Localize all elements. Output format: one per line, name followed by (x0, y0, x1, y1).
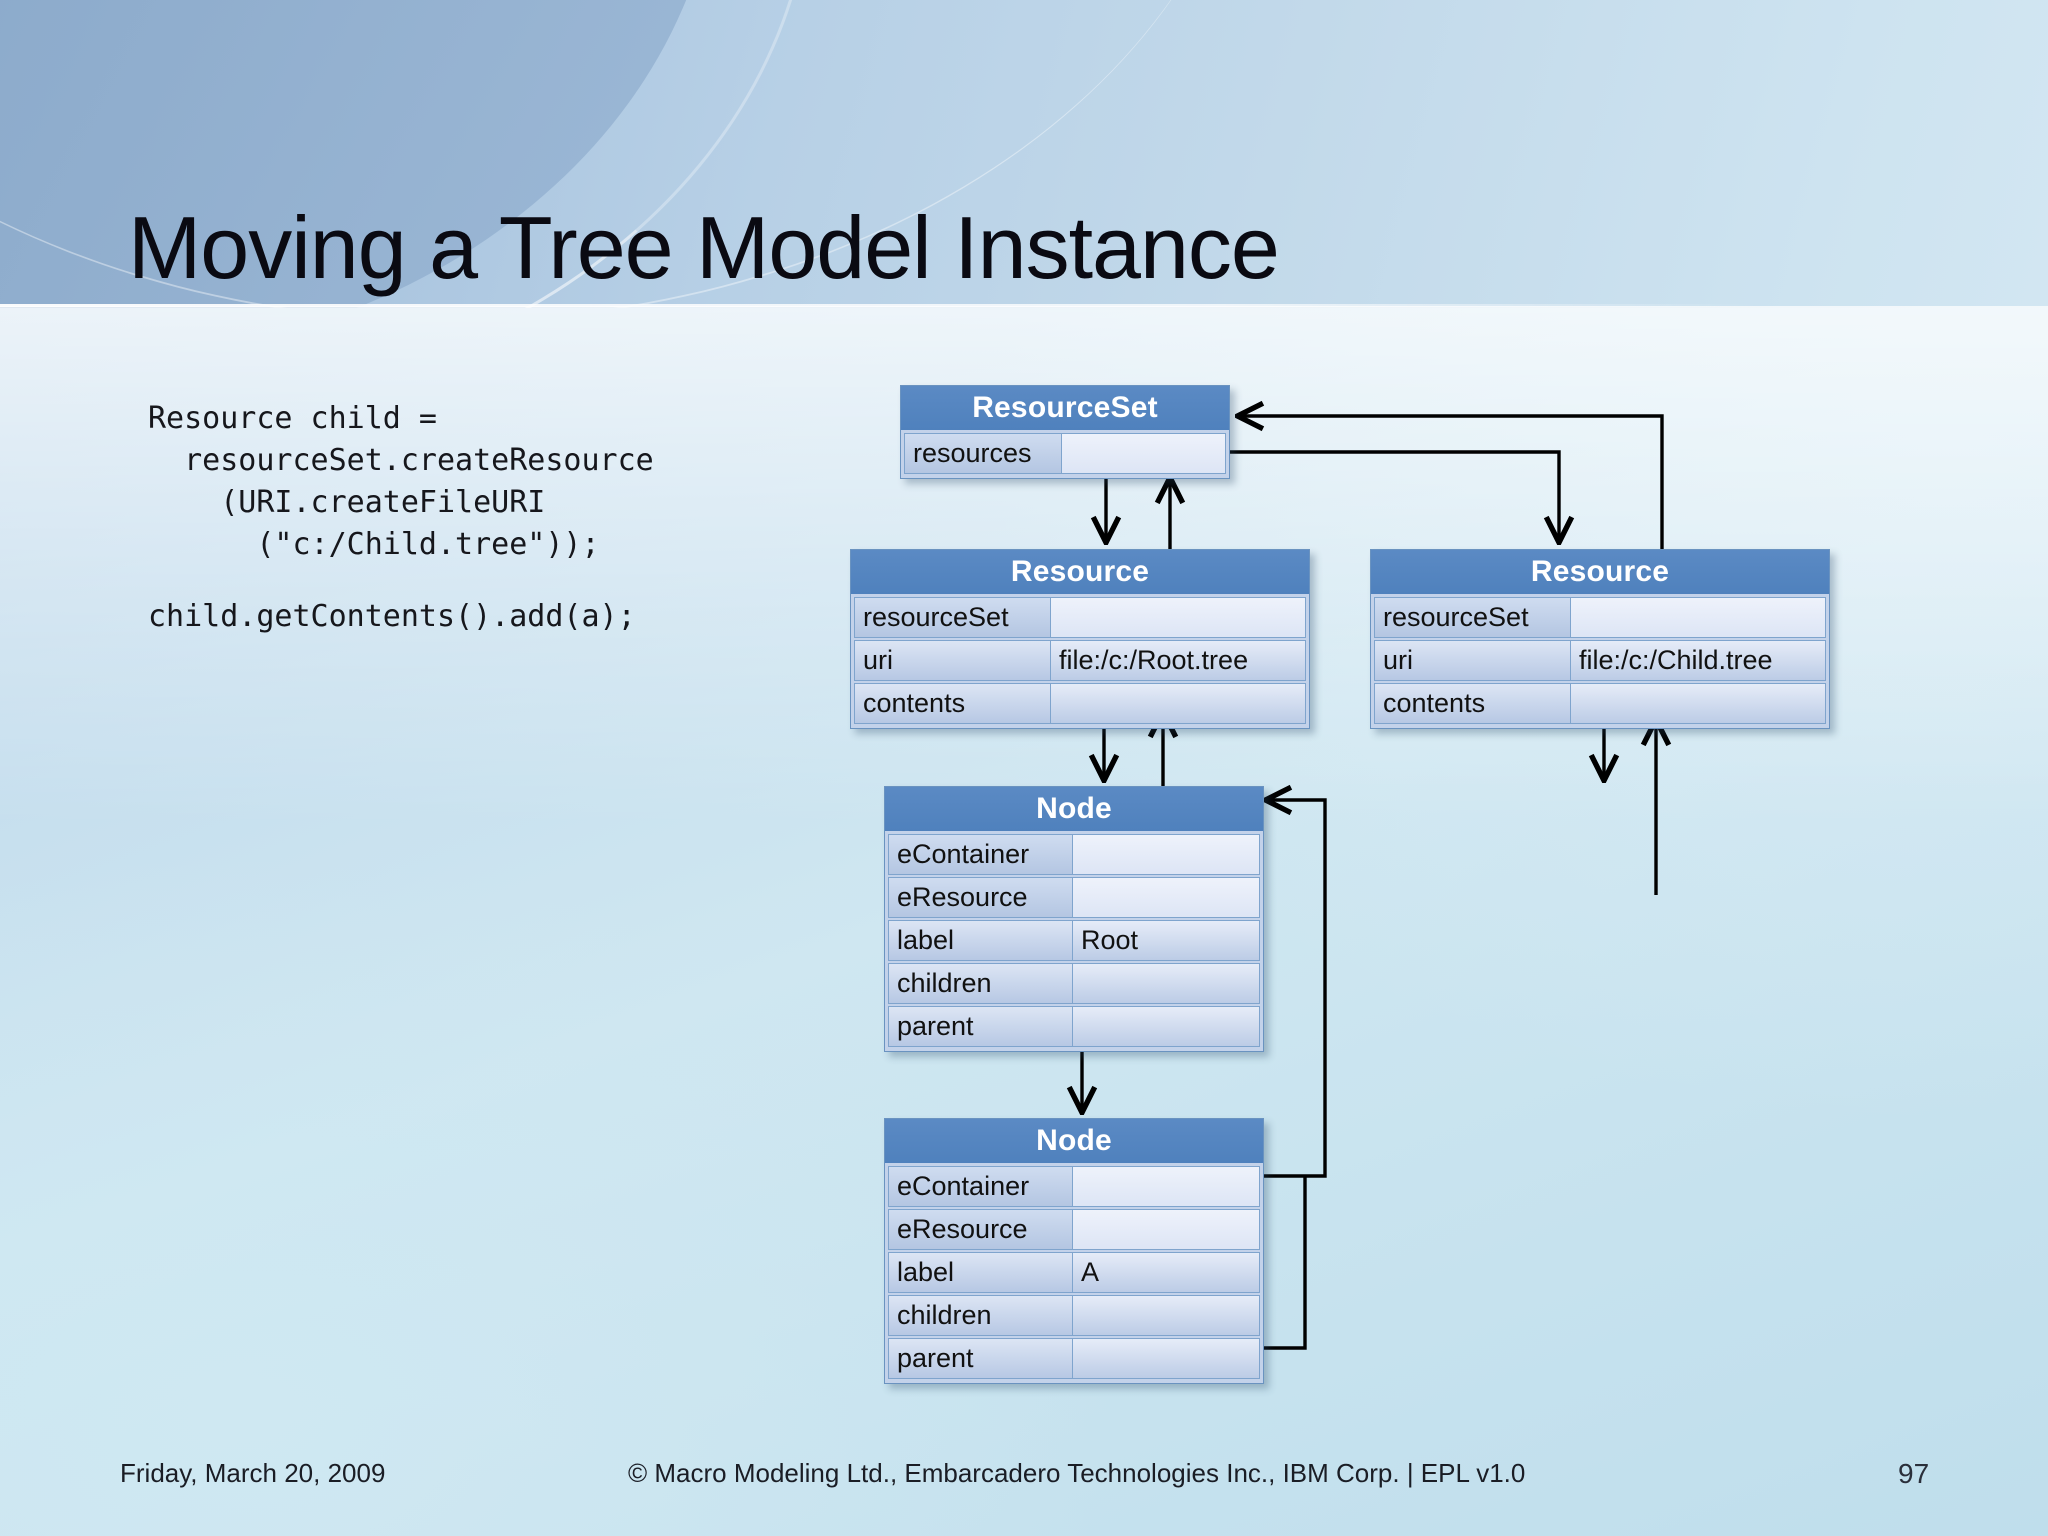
object-box-title: Node (885, 787, 1263, 831)
row-value: Root (1073, 920, 1260, 961)
object-box-rows: eContainer eResource label A children pa… (885, 1163, 1263, 1383)
table-row[interactable]: eResource (888, 1209, 1260, 1250)
row-value (1051, 683, 1306, 724)
row-value (1073, 1166, 1260, 1207)
table-row[interactable]: children (888, 1295, 1260, 1336)
row-key: uri (854, 640, 1051, 681)
row-key: resources (904, 433, 1062, 474)
row-value: file:/c:/Root.tree (1051, 640, 1306, 681)
object-box-title: Resource (851, 550, 1309, 594)
object-box-title: ResourceSet (901, 386, 1229, 430)
row-value (1073, 1338, 1260, 1379)
object-box-title: Resource (1371, 550, 1829, 594)
table-row[interactable]: eResource (888, 877, 1260, 918)
row-key: eResource (888, 1209, 1073, 1250)
code-snippet-create-resource: Resource child = resourceSet.createResou… (148, 401, 654, 562)
object-box-rows: resourceSet uri file:/c:/Child.tree cont… (1371, 594, 1829, 728)
row-value (1571, 683, 1826, 724)
footer-page-number: 97 (1898, 1458, 1930, 1489)
object-box-node-a[interactable]: Node eContainer eResource label A childr… (884, 1118, 1264, 1384)
row-key: label (888, 1252, 1073, 1293)
table-row[interactable]: parent (888, 1338, 1260, 1379)
table-row[interactable]: resourceSet (1374, 597, 1826, 638)
row-key: label (888, 920, 1073, 961)
table-row[interactable]: label A (888, 1252, 1260, 1293)
row-key: children (888, 1295, 1073, 1336)
row-value (1051, 597, 1306, 638)
row-key: resourceSet (854, 597, 1051, 638)
row-value (1073, 963, 1260, 1004)
page-title: Moving a Tree Model Instance (128, 198, 1280, 297)
row-key: resourceSet (1374, 597, 1571, 638)
table-row[interactable]: uri file:/c:/Child.tree (1374, 640, 1826, 681)
object-box-resource-child[interactable]: Resource resourceSet uri file:/c:/Child.… (1370, 549, 1830, 729)
table-row[interactable]: eContainer (888, 1166, 1260, 1207)
object-box-rows: eContainer eResource label Root children… (885, 831, 1263, 1051)
footer-copyright: © Macro Modeling Ltd., Embarcadero Techn… (628, 1458, 1526, 1488)
row-value: file:/c:/Child.tree (1571, 640, 1826, 681)
object-box-title: Node (885, 1119, 1263, 1163)
row-key: eResource (888, 877, 1073, 918)
table-row[interactable]: children (888, 963, 1260, 1004)
table-row[interactable]: contents (1374, 683, 1826, 724)
table-row[interactable]: resourceSet (854, 597, 1306, 638)
object-box-node-root[interactable]: Node eContainer eResource label Root chi… (884, 786, 1264, 1052)
table-row[interactable]: parent (888, 1006, 1260, 1047)
object-box-rows: resources (901, 430, 1229, 478)
row-key: eContainer (888, 834, 1073, 875)
row-value: A (1073, 1252, 1260, 1293)
row-key: parent (888, 1006, 1073, 1047)
row-key: contents (854, 683, 1051, 724)
table-row[interactable]: uri file:/c:/Root.tree (854, 640, 1306, 681)
row-value (1073, 834, 1260, 875)
row-value (1073, 1209, 1260, 1250)
object-box-resourceset[interactable]: ResourceSet resources (900, 385, 1230, 479)
row-key: eContainer (888, 1166, 1073, 1207)
object-box-rows: resourceSet uri file:/c:/Root.tree conte… (851, 594, 1309, 728)
row-value (1073, 1006, 1260, 1047)
table-row[interactable]: eContainer (888, 834, 1260, 875)
table-row[interactable]: resources (904, 433, 1226, 474)
row-value (1062, 433, 1226, 474)
title-underline-rule (0, 304, 1760, 307)
row-key: parent (888, 1338, 1073, 1379)
row-key: contents (1374, 683, 1571, 724)
row-value (1571, 597, 1826, 638)
table-row[interactable]: label Root (888, 920, 1260, 961)
row-key: uri (1374, 640, 1571, 681)
row-key: children (888, 963, 1073, 1004)
title-banner (0, 0, 2048, 308)
footer-date: Friday, March 20, 2009 (120, 1458, 386, 1488)
object-box-resource-root[interactable]: Resource resourceSet uri file:/c:/Root.t… (850, 549, 1310, 729)
row-value (1073, 1295, 1260, 1336)
row-value (1073, 877, 1260, 918)
table-row[interactable]: contents (854, 683, 1306, 724)
code-snippet-add-contents: child.getContents().add(a); (148, 599, 636, 634)
